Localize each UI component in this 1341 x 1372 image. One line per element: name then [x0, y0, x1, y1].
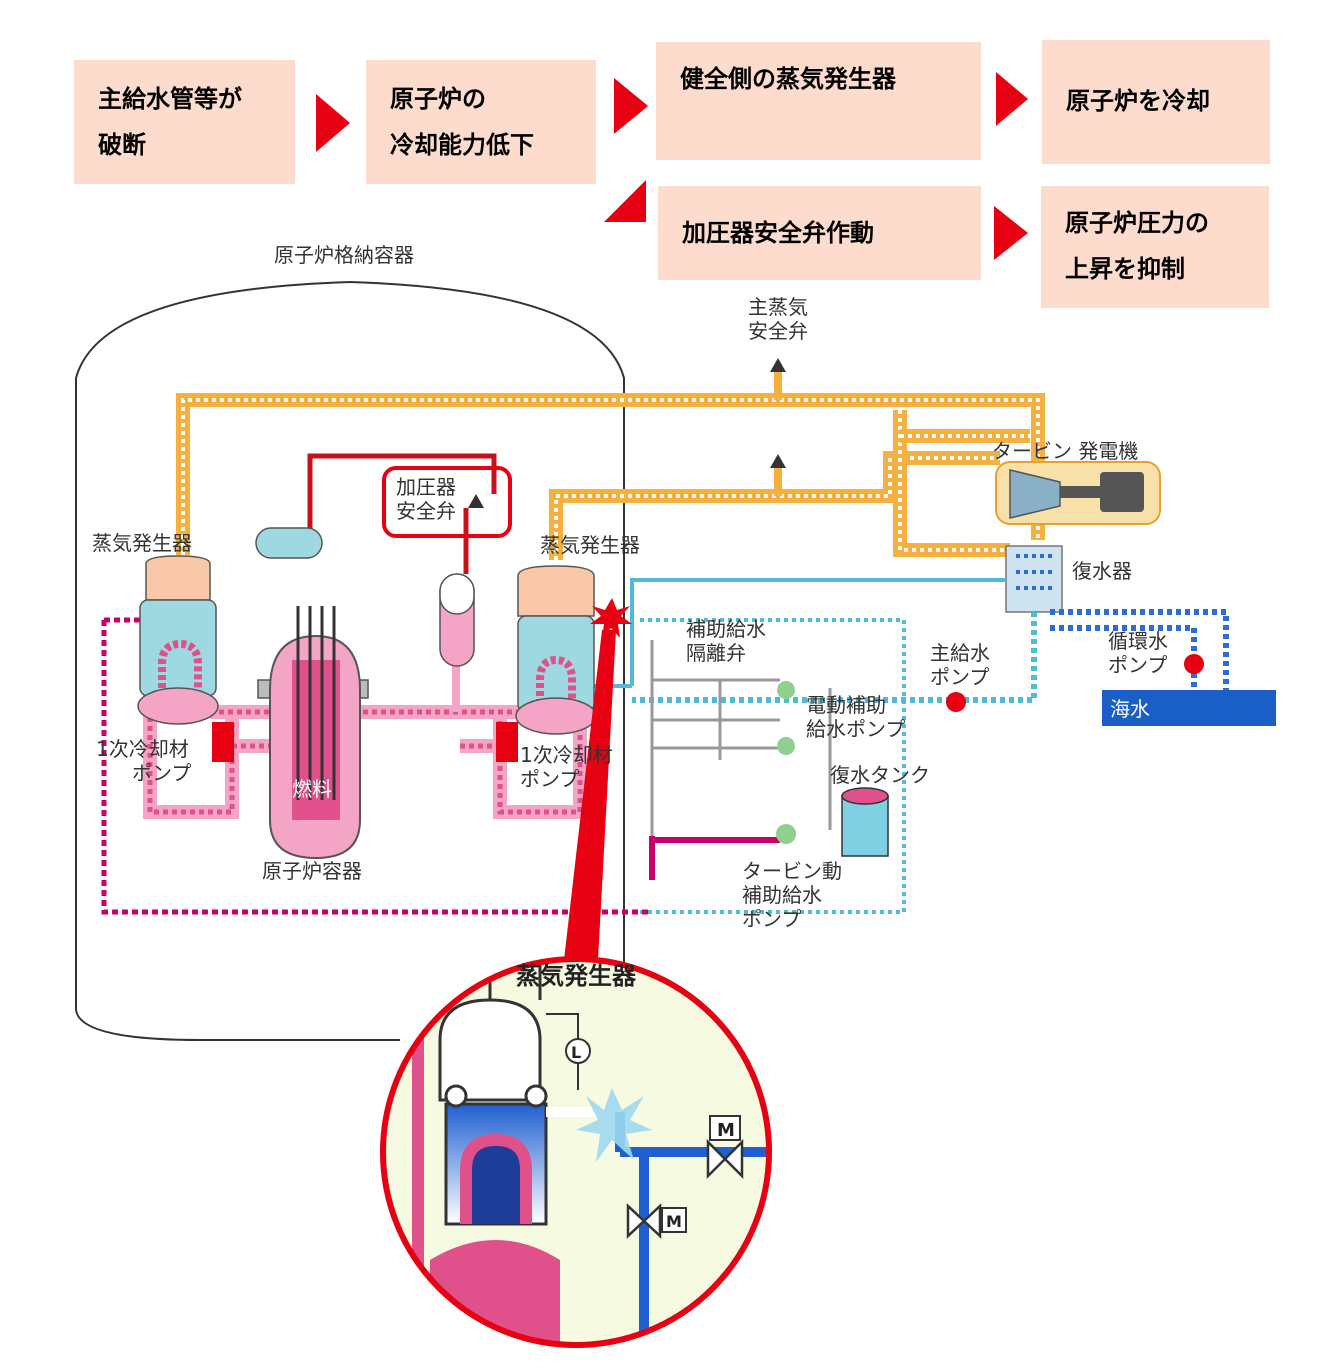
condensate-tank-label: 復水タンク	[830, 763, 930, 787]
pressurizer-valve-icon	[468, 494, 484, 508]
containment-vessel	[75, 280, 625, 1040]
electric-aux-pump-1-icon	[777, 681, 795, 699]
flow-box-pipe-break: 主給水管等が 破断	[74, 60, 295, 184]
fuel-label: 燃料	[292, 777, 332, 801]
flow-box-pressurizer-valve-text: 加圧器安全弁作動	[682, 219, 874, 247]
reactor-vessel	[257, 606, 369, 860]
steam-generator-right-label: 蒸気発生器	[540, 533, 640, 557]
turbine-icon	[1009, 469, 1061, 519]
steam-generator-left	[137, 555, 219, 725]
aux-feedwater-loop	[640, 618, 906, 914]
primary-pump-right-label-1: 1次冷却材	[520, 743, 613, 767]
flow-arrow-1	[316, 94, 350, 152]
circ-pump-icon	[1184, 654, 1204, 674]
generator-icon	[1100, 472, 1144, 512]
circulation-water-line	[1050, 609, 1229, 708]
steam-generator-left-label: 蒸気発生器	[92, 531, 192, 555]
pressurizer-valve-highlight	[382, 466, 512, 538]
aux-isolation-valve-label-2: 隔離弁	[686, 641, 746, 665]
main-steam-valve-label-1: 主蒸気	[748, 295, 808, 319]
main-feed-pump-label-2: ポンプ	[930, 665, 989, 689]
flow-box-pipe-break-line1: 主給水管等が	[98, 85, 242, 113]
electric-aux-pump-2-icon	[777, 737, 795, 755]
turbine-aux-pump-label-2: 補助給水	[742, 883, 822, 907]
flow-box-healthy-sg-text: 健全側の蒸気発生器	[680, 65, 896, 93]
flow-box-reactor-cooling-text: 原子炉を冷却	[1066, 87, 1210, 115]
steam-generator-right	[515, 565, 597, 735]
main-steam-valve-2-icon	[770, 454, 786, 468]
pressurizer-relief-tank	[255, 527, 323, 559]
inset-motor-valve-2-icon: M	[626, 1203, 687, 1239]
inset-motor-valve-label: M	[717, 1120, 735, 1141]
turbine-aux-pump-label-1: タービン動	[742, 859, 842, 883]
inset-level-gauge-label: L	[571, 1043, 581, 1062]
flow-box-pipe-break-line2: 破断	[98, 131, 146, 159]
seawater-label: 海水	[1110, 697, 1150, 721]
main-feed-pump-icon	[946, 692, 966, 712]
turbine-aux-pump-label-3: ポンプ	[742, 907, 801, 931]
primary-pump-right-label-2: ポンプ	[520, 767, 579, 791]
aux-isolation-valve-label-1: 補助給水	[686, 617, 766, 641]
main-steam-line	[176, 370, 1045, 560]
flow-arrow-5	[994, 206, 1028, 260]
flow-arrow-4	[604, 180, 646, 222]
condenser-label: 復水器	[1072, 559, 1132, 583]
flow-box-reactor-cooling: 原子炉を冷却	[1042, 40, 1270, 164]
primary-coolant-loop	[143, 690, 587, 819]
rupture-star-icon	[590, 598, 632, 638]
condensate-tank	[841, 795, 889, 857]
pressurizer-valve-label-2: 安全弁	[396, 499, 456, 523]
circ-pump-label-1: 循環水	[1108, 629, 1168, 653]
flow-box-healthy-sg: 健全側の蒸気発生器	[656, 42, 981, 160]
pressurizer	[439, 573, 475, 667]
condenser	[1005, 545, 1063, 613]
pressurizer-relief-line	[307, 453, 497, 574]
flow-arrow-3	[996, 72, 1028, 126]
turbine-aux-pump-icon	[776, 824, 796, 844]
flow-box-pressure-suppression: 原子炉圧力の 上昇を抑制	[1041, 186, 1269, 308]
pressurizer-valve-label-1: 加圧器	[396, 475, 456, 499]
primary-pump-right-icon	[496, 722, 518, 762]
flow-box-cooling-drop: 原子炉の 冷却能力低下	[366, 60, 596, 184]
containment-spray-line	[101, 617, 650, 915]
flow-box-cooling-drop-line1: 原子炉の	[390, 85, 486, 113]
containment-label: 原子炉格納容器	[274, 243, 414, 267]
flow-box-pressure-suppression-line2: 上昇を抑制	[1065, 255, 1185, 283]
flow-arrow-2	[614, 78, 648, 134]
main-steam-valve-label-2: 安全弁	[748, 319, 808, 343]
inset-title: 蒸気発生器	[516, 962, 637, 990]
circ-pump-label-2: ポンプ	[1108, 653, 1167, 677]
electric-aux-pump-label-2: 給水ポンプ	[806, 717, 905, 741]
inset-motor-valve-icon: M	[706, 1115, 744, 1180]
flow-box-cooling-drop-line2: 冷却能力低下	[390, 131, 534, 159]
primary-pump-left-label-1: 1次冷却材	[96, 737, 189, 761]
inset-zoom: M M L 蒸気発生器	[380, 956, 772, 1348]
reactor-vessel-label: 原子炉容器	[262, 859, 362, 883]
turbine-generator-label: タービン 発電機	[992, 439, 1138, 463]
inset-level-gauge-icon	[565, 1038, 591, 1064]
rupture-zoom-beam	[564, 630, 616, 960]
main-feedwater-line	[632, 612, 1037, 703]
electric-aux-pump-label-1: 電動補助	[806, 693, 886, 717]
main-feed-pump-label-1: 主給水	[930, 641, 990, 665]
flow-box-pressurizer-valve: 加圧器安全弁作動	[658, 186, 981, 280]
flow-box-pressure-suppression-line1: 原子炉圧力の	[1065, 209, 1209, 237]
inset-leak-burst-icon	[576, 1088, 652, 1162]
inset-motor-valve-2-label: M	[666, 1212, 682, 1231]
main-steam-valve-icon	[770, 358, 786, 372]
aux-feedwater-piping	[650, 640, 832, 880]
turbine-housing	[995, 461, 1161, 525]
seawater-area	[1102, 690, 1276, 726]
primary-pump-left-label-2: ポンプ	[132, 761, 191, 785]
primary-pump-left-icon	[212, 722, 234, 762]
